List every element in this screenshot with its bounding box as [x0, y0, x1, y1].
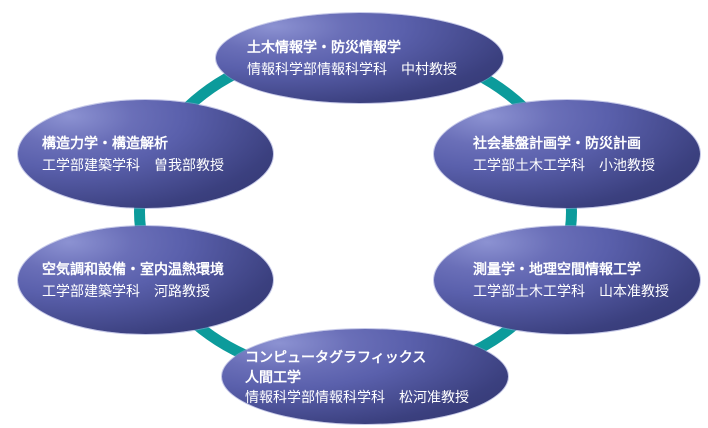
node-subtitle: 工学部建築学科 河路教授 — [42, 283, 210, 299]
topic-node-left-top: 構造力学・構造解析 工学部建築学科 曽我部教授 — [18, 100, 273, 208]
node-subtitle: 情報科学部情報科学科 松河准教授 — [245, 388, 469, 405]
topic-node-left-bottom: 空気調和設備・室内温熱環境 工学部建築学科 河路教授 — [18, 226, 273, 334]
node-subtitle: 情報科学部情報科学科 中村教授 — [247, 61, 457, 77]
topic-node-top: 土木情報学・防災情報学 情報科学部情報科学科 中村教授 — [216, 13, 503, 103]
node-subtitle: 工学部土木工学科 山本准教授 — [473, 283, 669, 299]
node-subtitle: 工学部土木工学科 小池教授 — [473, 157, 655, 173]
node-title: 土木情報学・防災情報学 — [247, 39, 401, 55]
topic-node-right-bottom: 測量学・地理空間情報工学 工学部土木工学科 山本准教授 — [434, 226, 700, 334]
node-subtitle: 工学部建築学科 曽我部教授 — [42, 157, 224, 173]
node-title: コンピュータグラフィックス — [245, 348, 427, 365]
node-title: 測量学・地理空間情報工学 — [473, 261, 641, 277]
topic-node-right-top: 社会基盤計画学・防災計画 工学部土木工学科 小池教授 — [434, 100, 700, 208]
node-title-line2: 人間工学 — [245, 368, 301, 385]
topic-node-bottom: コンピュータグラフィックス 人間工学 情報科学部情報科学科 松河准教授 — [222, 329, 508, 424]
node-title: 構造力学・構造解析 — [42, 135, 168, 151]
node-title: 社会基盤計画学・防災計画 — [473, 135, 641, 151]
node-title: 空気調和設備・室内温熱環境 — [42, 261, 224, 277]
